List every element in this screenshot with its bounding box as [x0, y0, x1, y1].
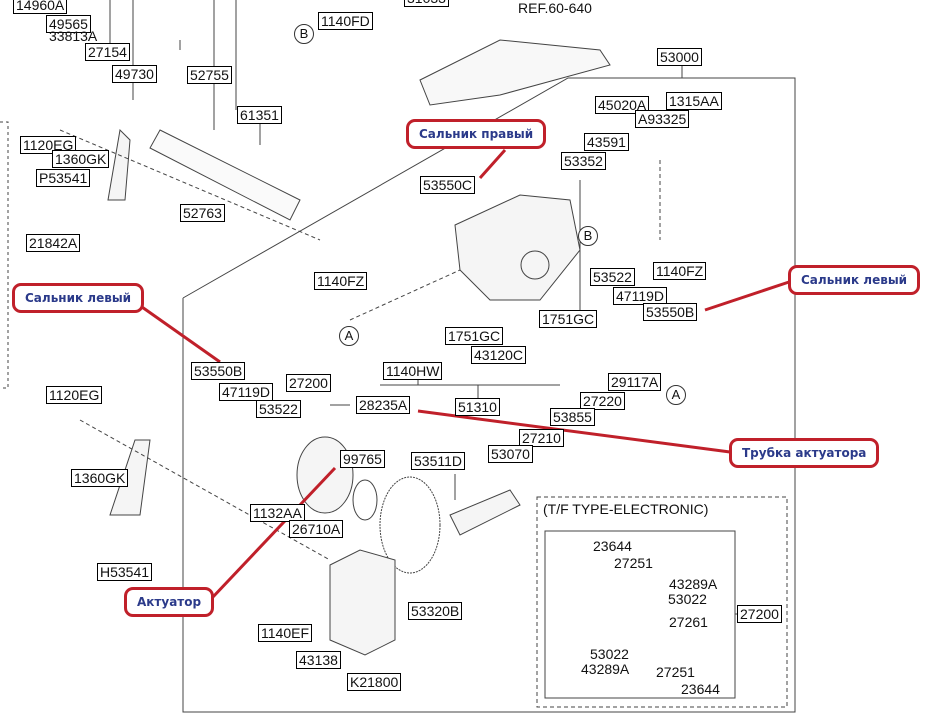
part-label: 27261 — [669, 614, 708, 630]
part-label: 53550C — [420, 176, 476, 194]
part-label: 43289A — [669, 576, 718, 592]
callout-b: B — [294, 24, 314, 44]
callout-a: A — [666, 385, 686, 405]
part-label: 1140FZ — [314, 272, 368, 290]
part-label: 1132AA — [250, 504, 305, 522]
part-label: 53070 — [488, 445, 533, 463]
part-label: 49730 — [112, 65, 157, 83]
part-label: 53000 — [657, 48, 702, 66]
part-label: 53320B — [408, 602, 463, 620]
annotation-actuator: Актуатор — [124, 587, 215, 617]
part-label: 1140FD — [318, 12, 373, 30]
part-label: 53511D — [411, 452, 466, 470]
part-label: 27210 — [519, 429, 564, 447]
part-label: 53022 — [590, 646, 629, 662]
part-label: 27251 — [614, 555, 653, 571]
part-label: 1751GC — [539, 310, 598, 328]
part-label: 51310 — [455, 398, 500, 416]
part-label: 53022 — [668, 591, 707, 607]
part-label: 53522 — [256, 400, 301, 418]
part-label: 27200 — [286, 374, 331, 392]
reference-label: REF.60-640 — [518, 0, 592, 16]
part-label: 14960A — [13, 0, 68, 14]
part-label: 43120C — [471, 346, 527, 364]
part-label: A93325 — [635, 110, 690, 128]
part-label: 45020A — [595, 96, 650, 114]
part-label: 53855 — [550, 408, 595, 426]
part-label: P53541 — [36, 169, 91, 187]
part-label: 49565 — [46, 15, 91, 33]
part-label: 31033 — [404, 0, 449, 7]
assembly-frame — [182, 77, 796, 713]
part-label: 61351 — [237, 106, 282, 124]
part-label: K21800 — [347, 673, 402, 691]
part-label: 43591 — [584, 133, 629, 151]
annotation-oil-seal-right: Сальник правый — [406, 119, 547, 149]
annotation-oil-seal-left: Сальник левый — [788, 265, 921, 295]
part-label: 43289A — [581, 661, 630, 677]
part-label: 53352 — [561, 152, 606, 170]
subassembly-title: (T/F TYPE-ELECTRONIC) — [543, 501, 709, 517]
annotation-oil-seal-left: Сальник левый — [12, 283, 145, 313]
part-label: 47119D — [219, 383, 274, 401]
part-label: 53550B — [643, 303, 698, 321]
part-label: 1140HW — [383, 362, 443, 380]
part-label: 21842A — [26, 234, 81, 252]
part-label: 52755 — [187, 66, 232, 84]
part-label: 99765 — [340, 450, 385, 468]
part-label: 43138 — [296, 651, 341, 669]
part-label: 53550B — [191, 362, 246, 380]
part-label: 33813A — [49, 28, 98, 44]
part-label: 1120EG — [46, 386, 103, 404]
part-label: 1315AA — [666, 92, 722, 110]
part-label: 1360GK — [71, 469, 129, 487]
annotation-actuator-tube: Трубка актуатора — [729, 438, 880, 468]
part-label: 1751GC — [445, 327, 504, 345]
part-label: 23644 — [593, 538, 632, 554]
part-label: 26710A — [289, 520, 344, 538]
part-label: 1140FZ — [653, 262, 707, 280]
part-label: 1120EG — [20, 136, 77, 154]
part-label: 27251 — [656, 664, 695, 680]
part-label: 47119D — [613, 287, 668, 305]
part-label: 27154 — [85, 43, 130, 61]
part-label: 28235A — [356, 396, 411, 414]
part-label: 1140EF — [258, 624, 312, 642]
part-label: H53541 — [97, 563, 153, 581]
part-label: 53522 — [590, 268, 635, 286]
callout-b: B — [578, 226, 598, 246]
part-label: 27200 — [737, 605, 782, 623]
part-label: 23644 — [681, 681, 720, 697]
part-label: 1360GK — [52, 150, 110, 168]
part-label: 52763 — [180, 204, 225, 222]
callout-a: A — [339, 326, 359, 346]
part-label: 29117A — [608, 373, 662, 391]
part-label: 27220 — [580, 392, 625, 410]
